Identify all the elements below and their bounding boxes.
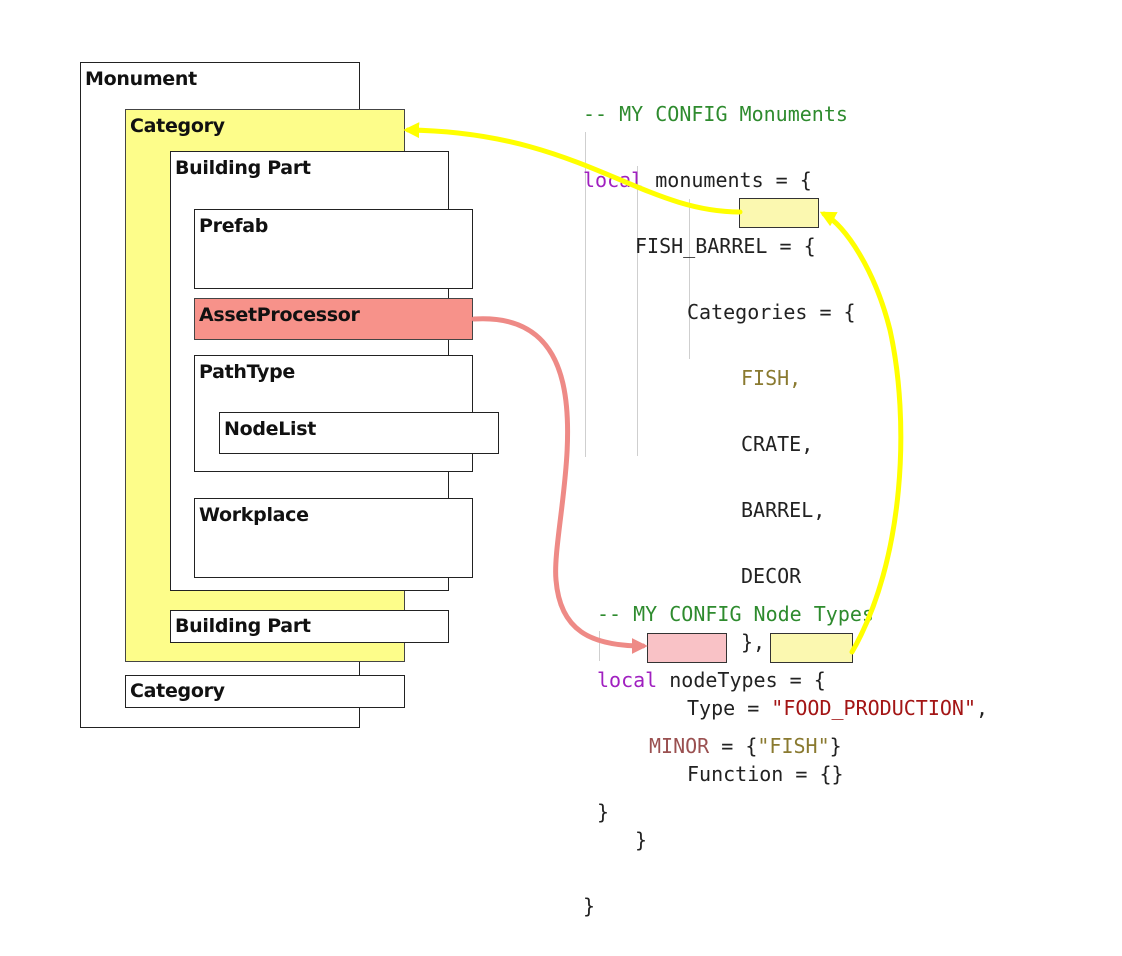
path-type-label: PathType bbox=[199, 361, 296, 383]
node-list-box: NodeList bbox=[219, 412, 499, 454]
prefab-box: Prefab bbox=[194, 209, 473, 289]
code-fish-string: "FISH" bbox=[757, 734, 830, 758]
code-comment: -- MY CONFIG Node Types bbox=[597, 602, 874, 626]
code-line: -- MY CONFIG Node Types bbox=[597, 598, 874, 631]
code-line: Categories = { bbox=[583, 296, 988, 329]
indent-guide bbox=[637, 166, 638, 456]
code-category-fish: FISH, bbox=[741, 366, 802, 390]
code-node-types: -- MY CONFIG Node Types local nodeTypes … bbox=[597, 565, 874, 862]
fish-category-highlight bbox=[739, 198, 819, 228]
workplace-label: Workplace bbox=[199, 504, 309, 526]
category-collapsed-label: Category bbox=[130, 680, 225, 702]
building-part-collapsed-label: Building Part bbox=[175, 615, 311, 637]
code-text: FISH_BARREL = { bbox=[635, 234, 816, 258]
category-box-collapsed: Category bbox=[125, 675, 405, 708]
indent-guide bbox=[585, 132, 586, 457]
code-line: -- MY CONFIG Monuments bbox=[583, 98, 988, 131]
code-text: } bbox=[583, 894, 596, 918]
asset-processor-label: AssetProcessor bbox=[199, 304, 360, 326]
workplace-box: Workplace bbox=[194, 498, 473, 578]
monument-label: Monument bbox=[85, 68, 197, 90]
node-list-label: NodeList bbox=[224, 418, 317, 440]
code-text: } bbox=[597, 800, 610, 824]
code-text: Categories = { bbox=[687, 300, 856, 324]
keyword-local: local bbox=[597, 668, 658, 692]
code-line: DECOR bbox=[583, 560, 988, 593]
code-line: local nodeTypes = { bbox=[597, 664, 874, 697]
code-category-barrel: BARREL, bbox=[741, 498, 826, 522]
code-minor-key: MINOR bbox=[649, 734, 710, 758]
code-text: Type = bbox=[687, 696, 772, 720]
code-category-decor: DECOR bbox=[741, 564, 802, 588]
code-line: Function = {} bbox=[583, 758, 988, 791]
code-line: local monuments = { bbox=[583, 164, 988, 197]
code-line: CRATE, bbox=[583, 428, 988, 461]
code-text: = { bbox=[709, 734, 758, 758]
keyword-local: local bbox=[583, 168, 644, 192]
code-line: MINOR = {"FISH"} bbox=[597, 730, 874, 763]
building-part-label: Building Part bbox=[175, 157, 311, 179]
code-line: } bbox=[597, 796, 874, 829]
code-text: } bbox=[829, 734, 842, 758]
code-line: Type = "FOOD_PRODUCTION", bbox=[583, 692, 988, 725]
code-line: } bbox=[583, 890, 988, 923]
asset-processor-box: AssetProcessor bbox=[194, 298, 473, 340]
code-line: BARREL, bbox=[583, 494, 988, 527]
code-text: monuments = { bbox=[643, 168, 812, 192]
code-line: }, bbox=[583, 626, 988, 659]
indent-guide bbox=[689, 199, 690, 359]
code-text: , bbox=[976, 696, 989, 720]
building-part-box-collapsed: Building Part bbox=[170, 610, 449, 643]
code-string: "FOOD_PRODUCTION" bbox=[771, 696, 976, 720]
code-text: Function = {} bbox=[687, 762, 844, 786]
code-line: FISH, bbox=[583, 362, 988, 395]
category-label: Category bbox=[130, 115, 225, 137]
code-comment: -- MY CONFIG Monuments bbox=[583, 102, 848, 126]
prefab-label: Prefab bbox=[199, 215, 269, 237]
code-category-crate: CRATE, bbox=[741, 432, 814, 456]
code-text: }, bbox=[741, 630, 766, 654]
code-text: nodeTypes = { bbox=[657, 668, 826, 692]
code-line: FISH_BARREL = { bbox=[583, 230, 988, 263]
